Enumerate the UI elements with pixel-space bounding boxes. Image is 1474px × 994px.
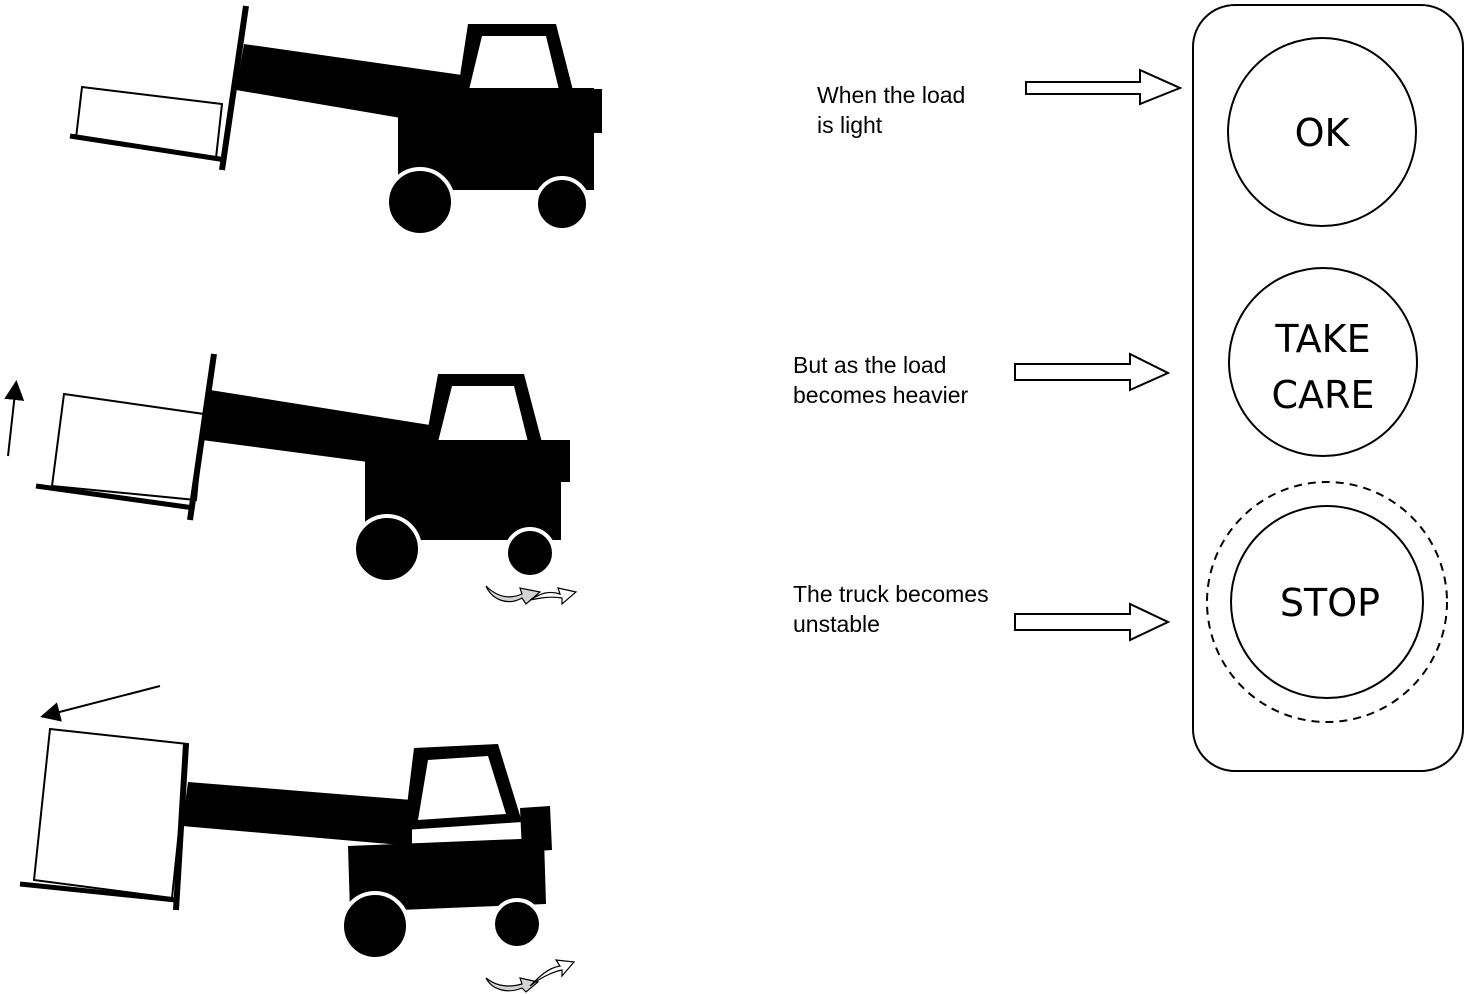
lift-arrow [4,380,25,457]
signal-light-take-care [1228,267,1418,457]
caption-line: But as the load [793,352,947,378]
fork-tine [35,483,195,511]
load-box-medium [50,392,206,502]
truck-body [348,838,546,912]
caption-light-load: When the load is light [817,80,965,140]
rear-wheel [491,898,543,950]
truck-rear-block [520,806,552,852]
caption-line: When the load [817,82,966,108]
caption-line: is light [817,112,883,138]
front-wheel [385,167,455,237]
caption-line: The truck becomes [793,581,989,607]
front-wheel [352,514,422,584]
rear-wheel [504,527,556,579]
fork-carriage [219,5,249,171]
forklift-light-load [69,5,602,237]
cab-window [468,36,560,94]
signal-label-take-care-line2: CARE [1272,373,1375,417]
load-box-large [32,727,190,900]
signal-light-stop [1230,505,1424,699]
forklift-unstable [19,685,576,993]
cab-window [438,386,528,442]
fork-carriage [173,743,189,911]
forklift-heavier-load [4,353,578,606]
fork-tine [19,881,177,903]
cab-window [418,756,506,820]
rear-wheel [534,176,590,232]
signal-light-stop-halo [1206,481,1448,723]
caption-line: unstable [793,611,880,637]
truck-rear-block [580,89,602,133]
front-wheel [340,891,410,961]
tilt-arrow-icon [485,585,578,606]
tilt-arrow-icon [485,959,576,993]
pointer-arrow-2 [1014,352,1171,392]
signal-light-ok [1227,37,1417,227]
pointer-arrow-1 [1025,68,1183,106]
signal-label-take-care-line1: TAKE [1274,317,1370,361]
fork-carriage [187,353,217,521]
telescopic-boom [182,782,412,846]
signal-panel: OK TAKE CARE STOP [1192,4,1464,772]
signal-label-ok: OK [1295,111,1351,155]
caption-heavier-load: But as the load becomes heavier [793,350,968,410]
fork-tine [69,133,227,163]
signal-label-stop: STOP [1280,581,1380,625]
caption-unstable: The truck becomes unstable [793,579,989,639]
truck-rear-block [548,440,570,482]
pointer-arrow-3 [1014,602,1171,642]
falling-load-arrow [40,685,161,722]
caption-line: becomes heavier [793,382,969,408]
